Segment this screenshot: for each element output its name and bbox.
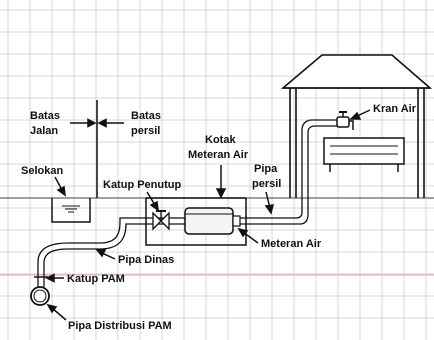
- label-kran-air: Kran Air: [373, 103, 417, 115]
- pipa-distribusi-pam-inner: [33, 289, 47, 303]
- pipa-persil: [240, 119, 338, 225]
- kran-air-faucet: [336, 111, 354, 130]
- label-kotak-meteran-1: Kotak: [205, 134, 236, 146]
- batas-arrows: [70, 118, 124, 128]
- house: [280, 54, 433, 198]
- label-katup-penutup: Katup Penutup: [103, 179, 181, 191]
- kotak-meteran: [145, 197, 247, 246]
- label-pipa-distribusi-pam: Pipa Distribusi PAM: [68, 320, 172, 332]
- selokan-gutter: [51, 198, 91, 223]
- selokan-arrow: [54, 176, 66, 197]
- house-sink: [323, 137, 405, 172]
- label-pipa-persil-2: persil: [252, 178, 281, 190]
- label-batas-jalan-2: Jalan: [30, 125, 58, 137]
- label-batas-jalan-1: Batas: [30, 110, 60, 122]
- label-batas-persil-2: persil: [131, 125, 160, 137]
- meteran-air-device: [184, 207, 241, 235]
- label-pipa-persil-1: Pipa: [254, 163, 278, 175]
- pipa-dinas: [37, 217, 185, 287]
- label-meteran-air: Meteran Air: [261, 238, 322, 250]
- label-batas-persil-1: Batas: [131, 110, 161, 122]
- label-kotak-meteran-2: Meteran Air: [188, 149, 249, 161]
- katup-penutup-valve: [152, 210, 170, 231]
- label-arrows: [45, 109, 371, 321]
- label-selokan: Selokan: [21, 165, 63, 177]
- label-katup-pam: Katup PAM: [67, 273, 125, 285]
- label-pipa-dinas: Pipa Dinas: [118, 254, 174, 266]
